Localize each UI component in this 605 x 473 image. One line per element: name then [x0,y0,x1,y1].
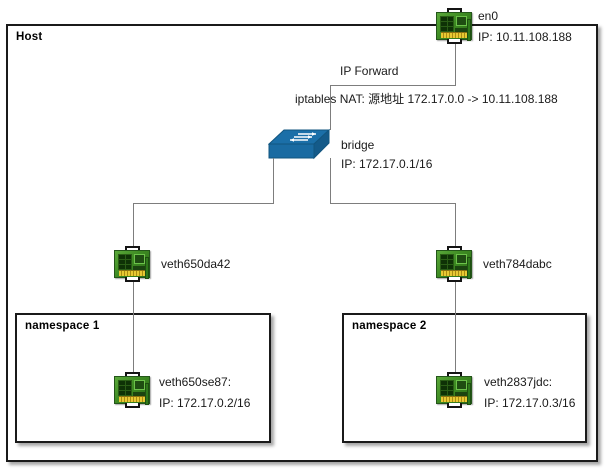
nic-ports [440,16,454,32]
link-veth-right-up [455,203,456,246]
link-bridge-right-horizontal [330,203,456,204]
nic-bracket-tab [145,257,149,279]
nic-board [436,250,472,279]
veth650se87-ip-label: IP: 172.17.0.2/16 [159,396,251,410]
ip-forward-annotation: IP Forward [340,64,399,78]
nic-clip-bottom-icon [447,39,462,44]
link-en0-bridge-horizontal [330,85,456,86]
switch-shape [268,128,330,160]
en0-ip-label: IP: 10.11.108.188 [478,30,572,44]
nic-chip-secondary [133,266,146,271]
nic-clip-top-icon [447,246,462,251]
nic-chip [134,380,145,390]
nic-ports [118,380,132,396]
nic-bracket-tab [145,383,149,405]
veth784dabc-name-label: veth784dabc [483,257,552,271]
nic-chip [134,254,145,264]
en0-name-label: en0 [478,9,499,23]
link-veth-left-to-ns1 [133,282,134,372]
nic-clip-bottom-icon [447,277,462,282]
switch-leg-left [273,158,274,163]
nic-bracket-tab [467,383,471,405]
nic-board [436,12,472,41]
nic-gold-connector [119,396,145,402]
network-card-icon-veth650da42 [113,246,153,282]
nic-clip-bottom-icon [125,277,140,282]
nic-gold-connector [119,270,145,276]
nic-clip-top-icon [125,372,140,377]
nic-board [436,376,472,405]
bridge-ip-label: IP: 172.17.0.1/16 [341,157,433,171]
nic-chip [456,16,467,26]
nic-bracket-tab [467,19,471,41]
nic-chip-secondary [455,28,468,33]
network-card-icon-veth650se87 [113,372,153,408]
nic-bracket-tab [467,257,471,279]
nic-chip-secondary [455,392,468,397]
veth2837jdc-name-label: veth2837jdc: [484,375,553,389]
nic-clip-top-icon [447,8,462,13]
nic-clip-top-icon [447,372,462,377]
nic-board [114,376,150,405]
network-card-icon-en0 [435,8,475,44]
link-bridge-left-horizontal [133,203,274,204]
nic-chip [456,380,467,390]
host-box-label: Host [16,31,43,43]
bridge-name-label: bridge [341,138,375,152]
link-veth-right-to-ns2 [455,282,456,372]
veth650se87-name-label: veth650se87: [159,375,232,389]
veth650da42-name-label: veth650da42 [161,257,231,271]
nic-clip-bottom-icon [447,403,462,408]
nic-ports [440,254,454,270]
link-bridge-up [330,85,331,130]
nic-gold-connector [441,396,467,402]
nic-gold-connector [441,32,467,38]
switch-leg-right [330,158,331,163]
nic-gold-connector [441,270,467,276]
namespace-2-label: namespace 2 [352,320,427,332]
network-card-icon-veth2837jdc [435,372,475,408]
nic-chip-secondary [133,392,146,397]
link-bridge-left-down [273,160,274,203]
veth2837jdc-ip-label: IP: 172.17.0.3/16 [484,396,576,410]
nic-ports [440,380,454,396]
link-veth-left-up [133,203,134,246]
nic-chip [456,254,467,264]
network-switch-icon-bridge [268,128,330,162]
link-en0-down [455,44,456,85]
nic-ports [118,254,132,270]
namespace-1-label: namespace 1 [25,320,100,332]
nic-board [114,250,150,279]
link-bridge-right-down [330,160,331,203]
iptables-nat-annotation: iptables NAT: 源地址 172.17.0.0 -> 10.11.10… [295,92,558,106]
network-card-icon-veth784dabc [435,246,475,282]
nic-chip-secondary [455,266,468,271]
nic-clip-top-icon [125,246,140,251]
nic-clip-bottom-icon [125,403,140,408]
